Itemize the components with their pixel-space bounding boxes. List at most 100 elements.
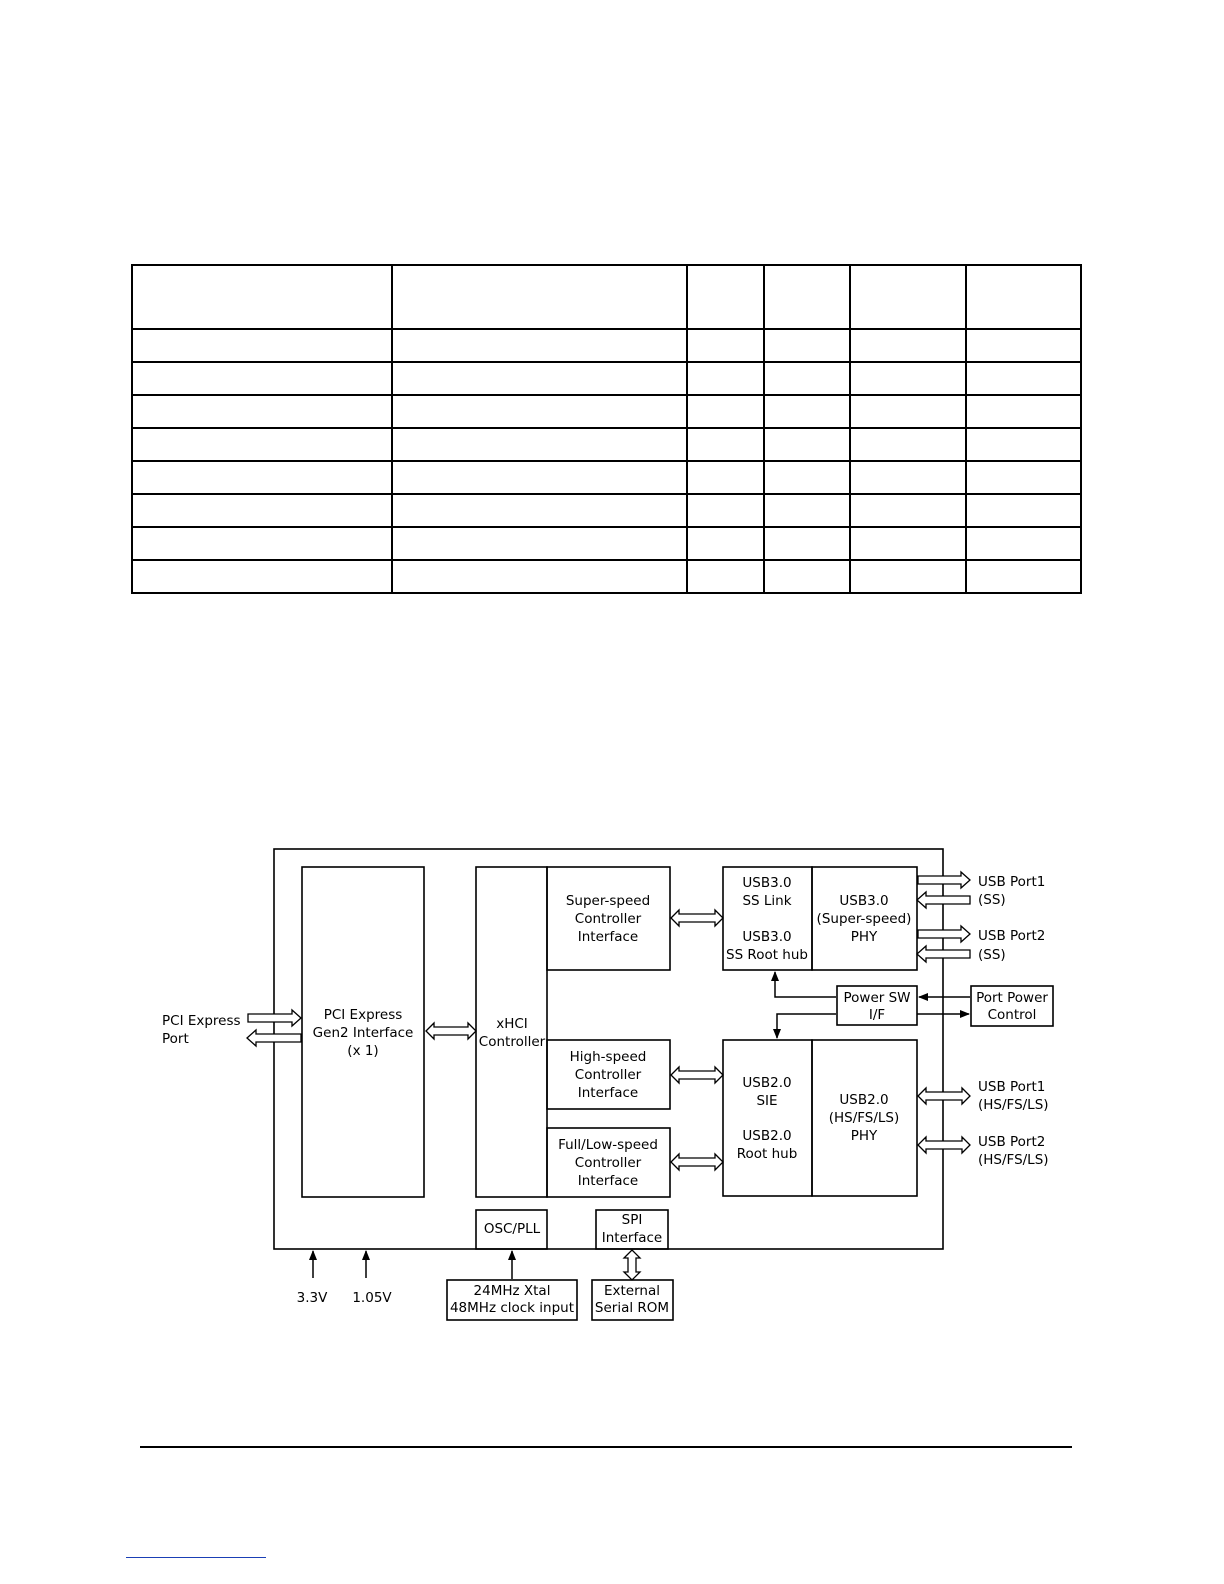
table-cell [849,361,967,396]
table-cell [131,559,393,594]
table-cell [849,526,967,561]
usb2-phy-label: PHY [851,1128,878,1144]
table-row [131,559,1082,594]
table-cell [686,361,765,396]
usb2-sie-label: USB2.0 [742,1128,791,1144]
table-cell [686,559,765,594]
xtal-label: 48MHz clock input [450,1300,574,1316]
table-cell [965,493,1082,528]
table-cell [965,526,1082,561]
usb2-phy-label: (HS/FS/LS) [829,1110,900,1126]
osc-pll-box [475,1209,548,1250]
table-cell [131,427,393,462]
table-cell [965,394,1082,429]
table-header-cell [391,264,688,330]
fls-controller-box [546,1127,671,1198]
table-cell [131,526,393,561]
osc-pll-label: OSC/PLL [484,1221,541,1237]
table-cell [391,427,688,462]
table-cell [849,427,967,462]
port-power-label: Control [988,1007,1037,1023]
table-row [131,526,1082,561]
table-cell [763,460,851,495]
usb3-link-label: SS Link [742,893,791,909]
pcie-port-label: Port [162,1031,189,1047]
ss-controller-label: Super-speed [566,893,650,909]
usb3-phy-label: PHY [851,929,878,945]
table-header-cell [849,264,967,330]
power-sw-label: Power SW [843,990,910,1006]
xhci-label: xHCI [496,1016,528,1032]
xhci-controller-box [475,866,548,1198]
footer-rule [140,1446,1072,1448]
usb3-port1-label: (SS) [978,892,1006,908]
usb2-port1-label: USB Port1 [978,1079,1045,1095]
table-cell [849,559,967,594]
spec-table [131,264,1082,594]
table-cell [763,328,851,363]
table-cell [391,559,688,594]
port-power-label: Port Power [976,990,1048,1006]
pcie-xhci-arrow [425,1021,477,1041]
footer-link-underline[interactable] [126,1557,266,1558]
table-cell [763,361,851,396]
table-header-cell [763,264,851,330]
table-row [131,394,1082,429]
hs-controller-label: Interface [578,1085,638,1101]
usb2-port1-arrow [917,1086,971,1106]
table-header-cell [686,264,765,330]
hs-sie-arrow [670,1065,724,1085]
usb3-link-label: SS Root hub [726,947,808,963]
v105-label: 1.05V [352,1290,392,1306]
table-cell [391,526,688,561]
serial-rom-label: External [604,1283,660,1299]
power-sw-box [836,985,918,1026]
usb3-port2-label: USB Port2 [978,928,1045,944]
ss-controller-label: Controller [575,911,642,927]
table-cell [849,460,967,495]
pcie-tx-arrow [247,1008,302,1028]
usb3-port2-tx-arrow [917,924,971,944]
table-header-cell [131,264,393,330]
xtal-box [446,1279,578,1321]
usb2-sie-label: USB2.0 [742,1075,791,1091]
fls-controller-label: Interface [578,1173,638,1189]
power-to-usb3-arrow [771,971,836,998]
spi-interface-label: SPI [622,1212,643,1228]
table-cell [391,361,688,396]
hs-controller-label: Controller [575,1067,642,1083]
usb3-port1-label: USB Port1 [978,874,1045,890]
ss-link-arrow [670,908,724,928]
port-power-box [970,985,1054,1027]
table-cell [965,427,1082,462]
table-cell [391,493,688,528]
table-cell [965,328,1082,363]
table-cell [131,394,393,429]
table-cell [849,328,967,363]
usb2-phy-box [811,1039,918,1197]
table-cell [849,493,967,528]
fls-controller-label: Full/Low-speed [558,1137,658,1153]
table-cell [763,493,851,528]
table-cell [686,394,765,429]
spi-interface-label: Interface [602,1230,662,1246]
table-cell [686,526,765,561]
table-cell [965,460,1082,495]
table-cell [686,328,765,363]
fls-controller-label: Controller [575,1155,642,1171]
table-row [131,361,1082,396]
usb3-phy-label: USB3.0 [839,893,888,909]
table-cell [965,559,1082,594]
table-cell [131,361,393,396]
table-cell [763,526,851,561]
table-cell [391,460,688,495]
table-cell [686,493,765,528]
usb2-phy-label: USB2.0 [839,1092,888,1108]
table-cell [391,394,688,429]
usb2-sie-label: SIE [756,1093,777,1109]
pcie-port-label: PCI Express [162,1013,241,1029]
pcie-interface-label: (x 1) [347,1043,378,1059]
table-cell [391,328,688,363]
xhci-label: Controller [479,1034,546,1050]
